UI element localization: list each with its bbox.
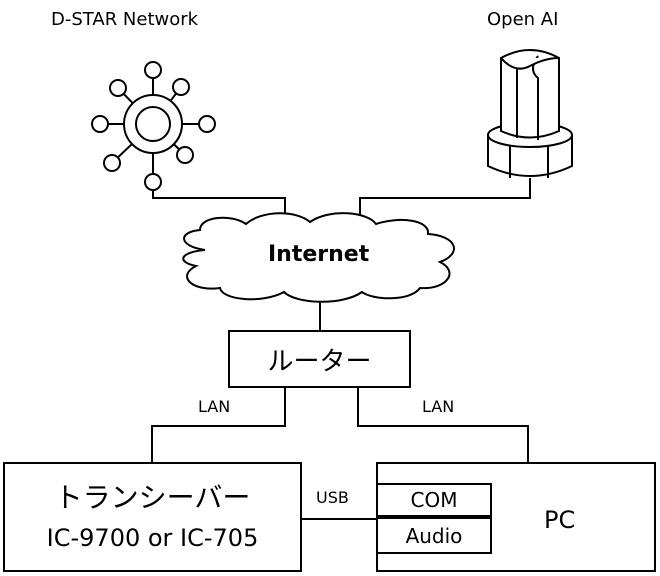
link-router-transceiver <box>151 388 286 462</box>
internet-cloud <box>182 212 455 303</box>
transceiver-box: トランシーバー IC-9700 or IC-705 <box>3 462 302 572</box>
link-openai-internet <box>359 178 531 228</box>
transceiver-model: IC-9700 or IC-705 <box>46 524 259 552</box>
pc-label: PC <box>544 506 576 534</box>
router-label: ルーター <box>267 346 372 377</box>
openai-server-icon <box>487 49 573 178</box>
router-box: ルーター <box>228 330 411 388</box>
dstar-network-label: D-STAR Network <box>51 9 199 30</box>
transceiver-title: トランシーバー <box>54 481 251 514</box>
audio-label: Audio <box>405 523 463 548</box>
audio-port-box: Audio <box>376 517 492 554</box>
lan-label-right: LAN <box>422 397 455 416</box>
lan-label-left: LAN <box>198 397 231 416</box>
com-label: COM <box>410 488 458 512</box>
pc-box: COM Audio PC <box>376 462 656 572</box>
dstar-network-icon <box>91 61 216 191</box>
openai-label: Open AI <box>487 9 559 30</box>
usb-label: USB <box>316 488 349 507</box>
link-router-pc <box>357 388 529 462</box>
internet-label: Internet <box>268 242 370 267</box>
com-port-box: COM <box>376 483 492 517</box>
